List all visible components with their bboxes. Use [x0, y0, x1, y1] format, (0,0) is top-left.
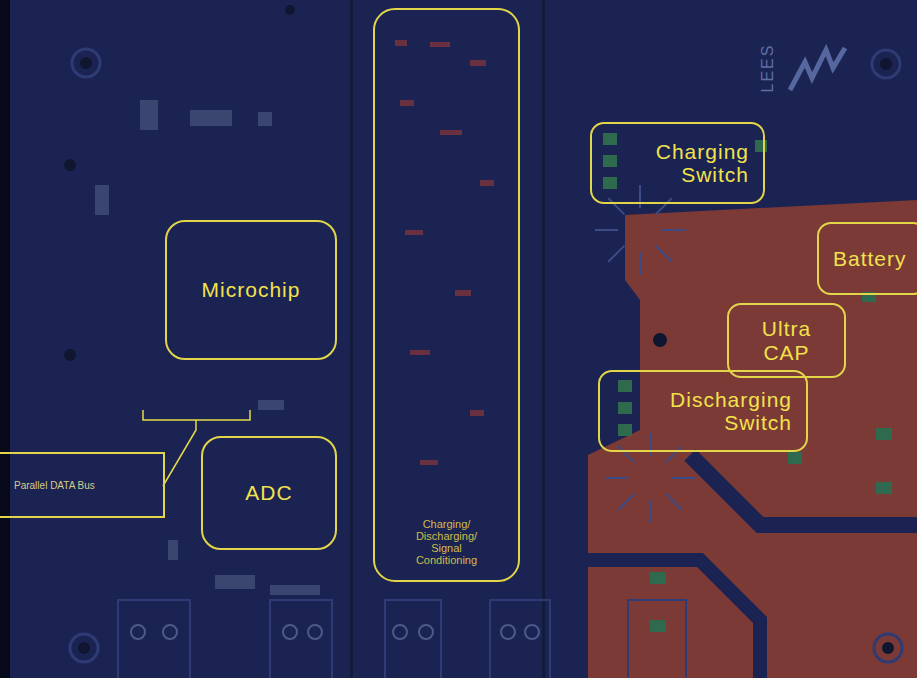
component-box: Charging Switch: [590, 122, 765, 204]
callout-box: Parallel DATA Bus: [0, 452, 165, 518]
component-label: Ultra CAP: [747, 317, 827, 363]
copper-gap: [690, 455, 917, 525]
component-box: ADC: [201, 436, 337, 550]
thermal-relief: [595, 185, 685, 275]
watermark-text: LEES: [759, 44, 777, 93]
region-box: Charging/ Discharging/ Signal Conditioni…: [373, 8, 520, 582]
mounting-hole: [70, 49, 902, 662]
board-edge: [0, 0, 10, 678]
component-label: Charging Switch: [637, 140, 749, 186]
component-label: Discharging Switch: [652, 388, 792, 434]
bus-bracket: [143, 410, 250, 486]
lab-logo: [790, 48, 845, 90]
component-box: Battery: [817, 222, 917, 295]
component-label: Charging/ Discharging/ Signal Conditioni…: [401, 518, 493, 566]
copper-gap: [588, 560, 760, 678]
mounting-hole-drill: [64, 5, 894, 654]
connector-footprint: [118, 600, 686, 678]
component-box: Ultra CAP: [727, 303, 846, 378]
separator-line: [350, 0, 353, 678]
solder-pad: [603, 133, 892, 632]
separator-line: [542, 0, 545, 678]
component-label: Parallel DATA Bus: [14, 480, 95, 491]
smd-component: [95, 100, 320, 595]
thermal-relief: [605, 433, 695, 523]
component-label: ADC: [245, 481, 292, 504]
component-label: Battery: [833, 247, 907, 270]
component-box: Discharging Switch: [598, 370, 808, 452]
component-box: Microchip: [165, 220, 337, 360]
trace-segment: [395, 40, 494, 465]
connector-pin: [131, 625, 539, 639]
copper-pour: [588, 200, 917, 678]
component-label: Microchip: [202, 278, 301, 301]
